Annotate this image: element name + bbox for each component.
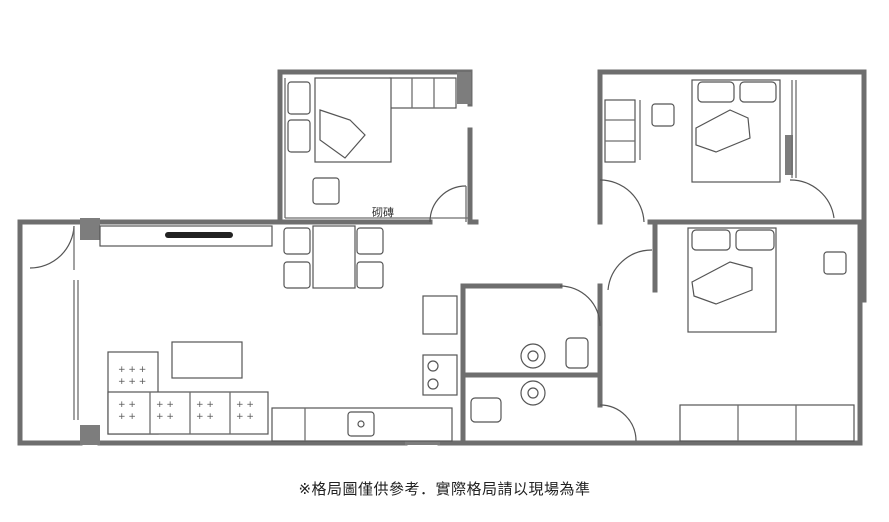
svg-text:+ +: + + [156,400,174,410]
svg-text:+ +: + + [156,412,174,422]
bedroom-top-right [599,79,835,223]
living-dining [29,225,458,442]
svg-text:+ + +: + + + [118,365,146,375]
svg-text:+ + +: + + + [118,377,146,387]
brick-wall-label: 砌磚 [372,206,394,219]
column [785,135,793,175]
svg-text:+ +: + + [118,400,136,410]
floor-plan: 砌磚 [17,69,867,446]
column [457,72,471,104]
column [80,425,100,445]
disclaimer-caption: ※格局圖僅供參考．實際格局請以現場為準 [298,480,591,498]
bathrooms [460,283,637,446]
sofa-pattern: + + + + + + + + + + + + + + + + + + + + … [118,365,254,422]
svg-text:+ +: + + [196,400,214,410]
svg-text:+ +: + + [118,412,136,422]
bedroom-right-middle [607,219,861,442]
svg-text:+ +: + + [236,400,254,410]
svg-text:+ +: + + [196,412,214,422]
svg-text:+ +: + + [236,412,254,422]
column [80,218,100,240]
coffee-table [171,341,243,379]
bedroom-top-left [284,77,470,223]
dining-table [312,225,356,289]
